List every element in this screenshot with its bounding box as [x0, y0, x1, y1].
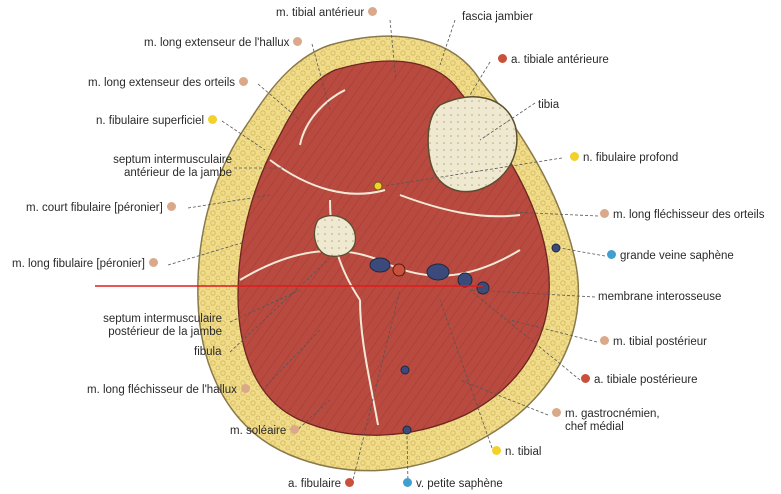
label-gastrocnemien: m. gastrocnémien, chef médial: [548, 408, 688, 434]
label-n-fibulaire-superficiel: n. fibulaire superficiel: [96, 115, 221, 128]
label-long-flechisseur-orteils: m. long fléchisseur des orteils: [596, 209, 764, 222]
label-long-flechisseur-hallux: m. long fléchisseur de l'hallux: [87, 384, 254, 397]
label-long-extenseur-hallux: m. long extenseur de l'hallux: [144, 37, 306, 50]
label-n-tibial: n. tibial: [488, 446, 541, 459]
label-membrane-interosseuse: membrane interosseuse: [598, 291, 721, 304]
label-a-tibiale-anterieure: a. tibiale antérieure: [494, 54, 609, 67]
label-soleaire: m. soléaire: [230, 425, 303, 438]
label-tibia: tibia: [538, 99, 559, 112]
label-tibial-posterieur: m. tibial postérieur: [596, 336, 707, 349]
label-fascia-jambier: fascia jambier: [462, 11, 533, 24]
label-septum-posterieur: septum intermusculaire postérieur de la …: [60, 313, 222, 339]
label-tibial-anterieur: m. tibial antérieur: [276, 7, 381, 20]
label-a-fibulaire: a. fibulaire: [288, 478, 358, 491]
label-n-fibulaire-profond: n. fibulaire profond: [566, 152, 678, 165]
label-a-tibiale-posterieure: a. tibiale postérieure: [577, 374, 698, 387]
label-petite-saphene: v. petite saphène: [399, 478, 503, 491]
label-court-fibulaire: m. court fibulaire [péronier]: [26, 202, 180, 215]
label-long-fibulaire: m. long fibulaire [péronier]: [12, 258, 162, 271]
label-grande-veine-saphene: grande veine saphène: [603, 250, 734, 263]
label-fibula: fibula: [194, 346, 222, 359]
label-long-extenseur-orteils: m. long extenseur des orteils: [88, 77, 252, 90]
label-septum-anterieur: septum intermusculaire antérieur de la j…: [70, 154, 232, 180]
